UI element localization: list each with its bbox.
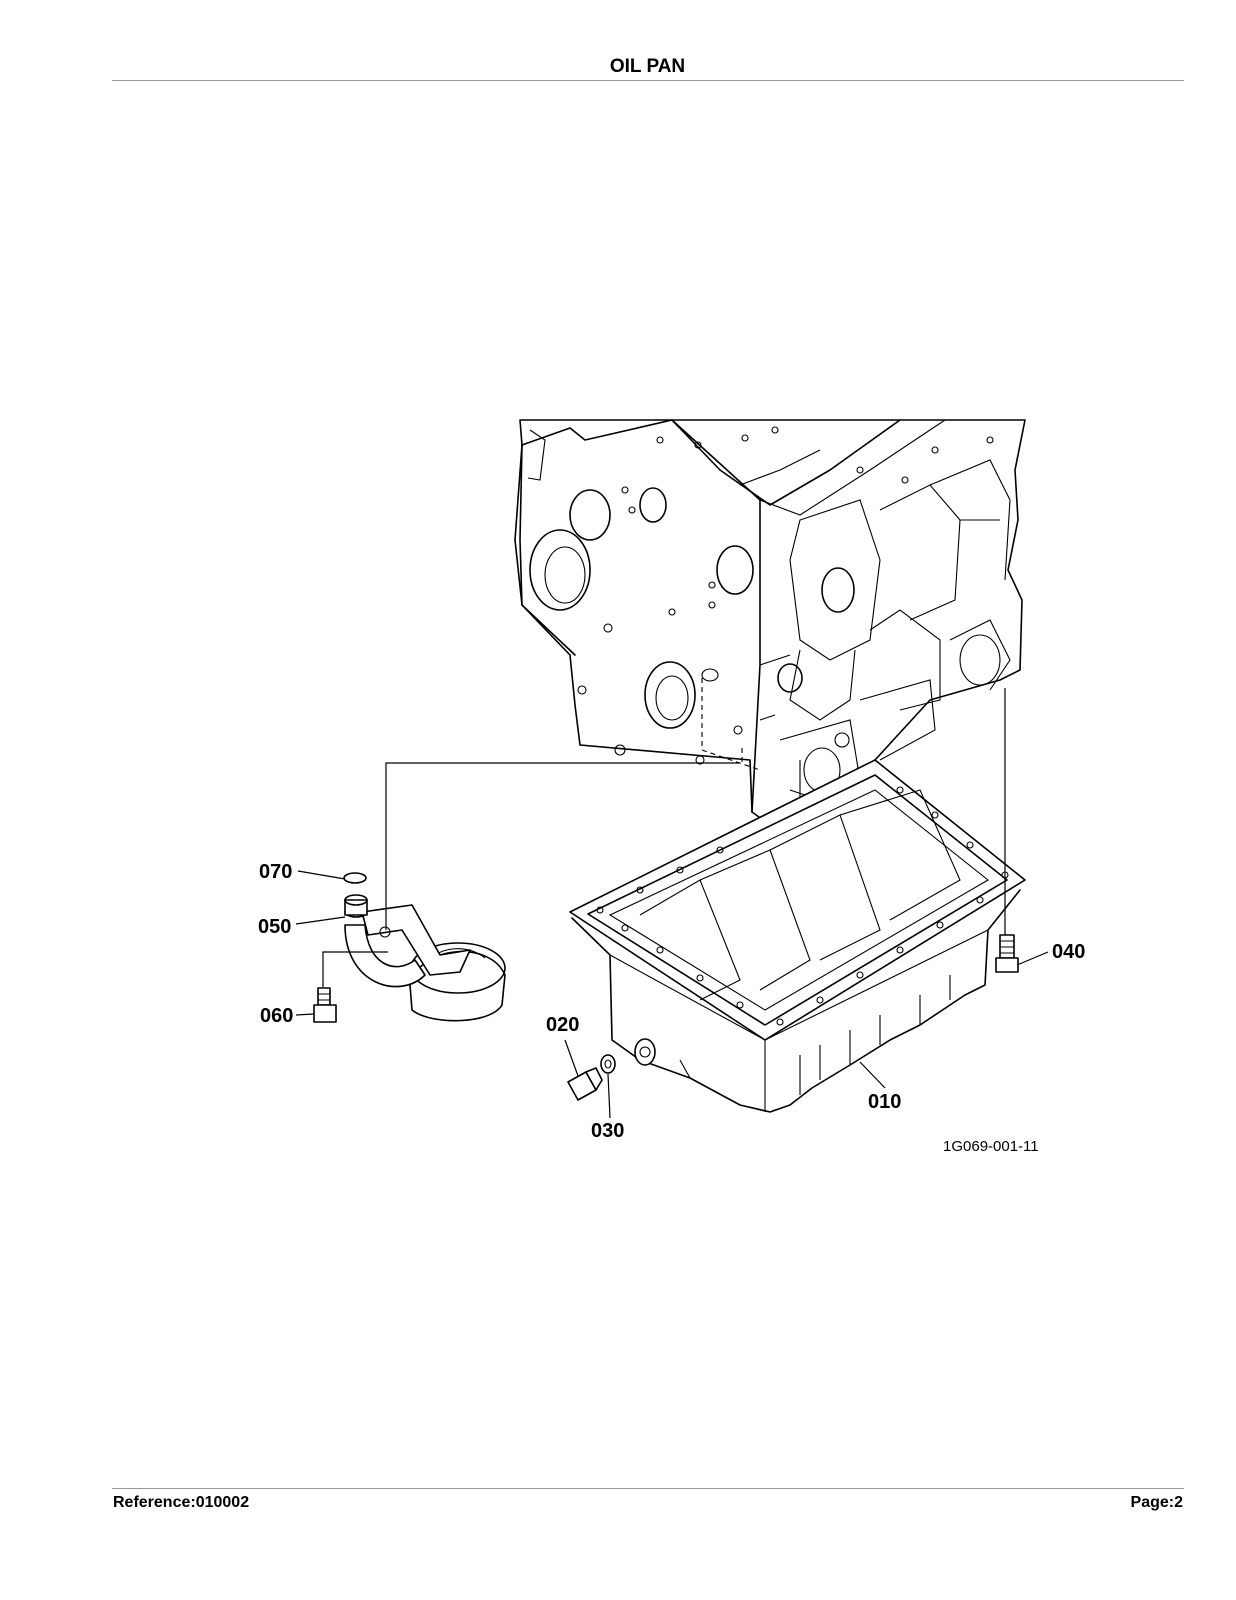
o-ring-drawing: [343, 872, 367, 884]
oil-pan-drawing: [569, 759, 1026, 1113]
header-divider: [112, 80, 1184, 81]
footer-divider: [112, 1488, 1184, 1489]
page-number: Page:2: [1130, 1494, 1183, 1511]
callout-020: 020: [546, 1014, 579, 1036]
callout-030: 030: [591, 1120, 624, 1142]
callout-050: 050: [258, 916, 291, 938]
callout-060: 060: [260, 1005, 293, 1027]
callout-040: 040: [1052, 941, 1085, 963]
strainer-bolt-drawing: [313, 987, 337, 1023]
washer-drawing: [600, 1054, 616, 1074]
pan-bolt-drawing: [995, 934, 1019, 973]
callout-010: 010: [868, 1091, 901, 1113]
oil-strainer-drawing: [344, 894, 506, 1022]
engine-block-drawing: [514, 419, 1026, 831]
reference-label: Reference:010002: [113, 1494, 250, 1511]
assembly-lines: [322, 688, 1006, 987]
figure-id: 1G069-001-11: [943, 1138, 1039, 1155]
callout-070: 070: [259, 861, 292, 883]
drain-plug-drawing: [567, 1067, 603, 1101]
hidden-lines: [701, 678, 761, 771]
callout-leaders: [295, 870, 1049, 1119]
page-title: OIL PAN: [609, 56, 686, 77]
